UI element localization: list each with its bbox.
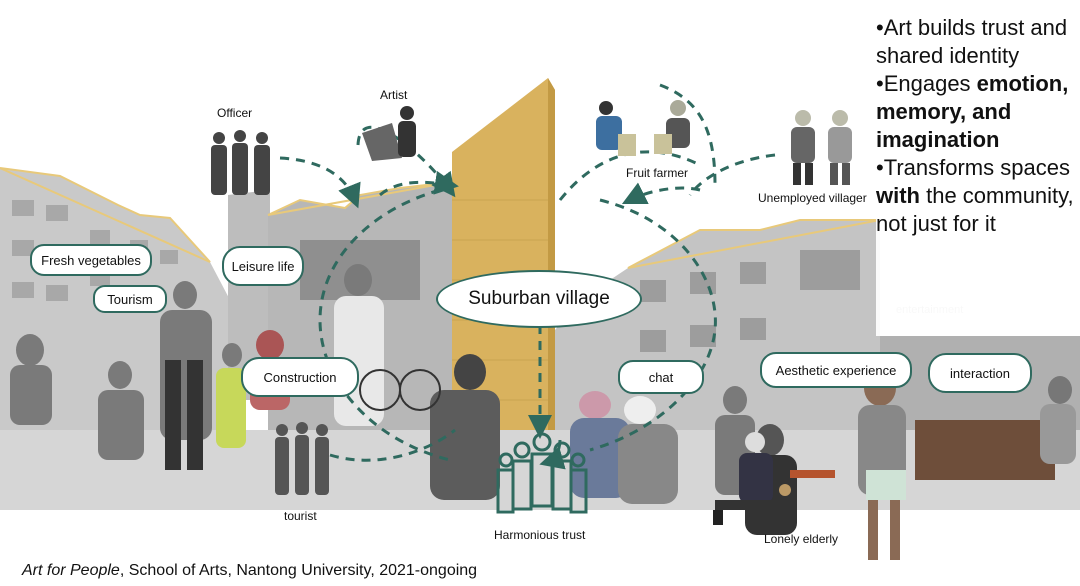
officer-label: Officer [217, 106, 253, 120]
arrow-officer [279, 156, 361, 209]
arrow-tourist [329, 428, 456, 462]
circle-left [318, 188, 451, 462]
bubble-chat-text: chat [648, 369, 674, 385]
artist-figure [362, 106, 416, 161]
key-points-panel: •Art builds trust and shared identity •E… [876, 14, 1076, 336]
artist-label: Artist [380, 88, 408, 102]
bubble-leisure-life-text: Leisure life [231, 258, 295, 274]
arrow-farmer-left [659, 83, 717, 186]
caption-title: Art for People [22, 562, 120, 579]
bullet-3-bold: with [876, 183, 920, 208]
harmonious-trust-label: Harmonious trust [494, 528, 586, 542]
bubble-fresh-vegetables-text: Fresh vegetables [41, 252, 141, 268]
lonely-elderly-figure [713, 432, 791, 525]
bullet-1: •Art builds trust and shared identity [876, 15, 1068, 68]
caption: Art for People, School of Arts, Nantong … [22, 562, 477, 580]
bubble-interaction-text: interaction [950, 365, 1010, 381]
tourist-label: tourist [284, 509, 317, 523]
unemployed-villager-label: Unemployed villager [758, 191, 867, 205]
center-label: Suburban village [468, 288, 610, 309]
bullet-2: •Engages emotion, memory, and imaginatio… [876, 70, 1076, 154]
bubble-fresh-vegetables: Fresh vegetables [30, 244, 152, 276]
bubble-construction-text: Construction [263, 369, 337, 385]
bubble-tourism: Tourism [93, 285, 167, 313]
bullet-2-prefix: •Engages [876, 71, 977, 96]
bubble-chat: chat [618, 360, 704, 394]
tourist-figures [275, 422, 329, 495]
center-ellipse: Suburban village [436, 270, 642, 328]
arrow-villager [688, 153, 776, 196]
circle-right [589, 198, 717, 452]
people-group-icon [496, 432, 588, 514]
bubble-construction: Construction [241, 357, 359, 397]
officer-figures [211, 130, 270, 195]
bubble-aesthetic-experience-text: Aesthetic experience [775, 362, 897, 378]
bubble-leisure-life: Leisure life [222, 246, 304, 286]
bullet-3: •Transforms spaces with the community, n… [876, 154, 1076, 238]
fruit-farmer-figures [596, 100, 690, 156]
bubble-tourism-text: Tourism [107, 291, 153, 307]
caption-rest: , School of Arts, Nantong University, 20… [119, 562, 478, 579]
fruit-farmer-label: Fruit farmer [626, 166, 689, 180]
bullet-3-suffix: the community, not just for it [876, 183, 1074, 236]
bullet-2-bold: emotion, memory, and imagination [876, 71, 1069, 152]
bubble-aesthetic-experience: Aesthetic experience [760, 352, 912, 388]
unemployed-villager-figures [791, 110, 852, 185]
bubble-interaction: interaction [928, 353, 1032, 393]
lonely-elderly-label: Lonely elderly [764, 532, 839, 546]
arrow-to-farmer [621, 182, 701, 205]
arrow-circle-top [379, 170, 459, 197]
bullet-3-prefix: •Transforms spaces [876, 155, 1070, 180]
